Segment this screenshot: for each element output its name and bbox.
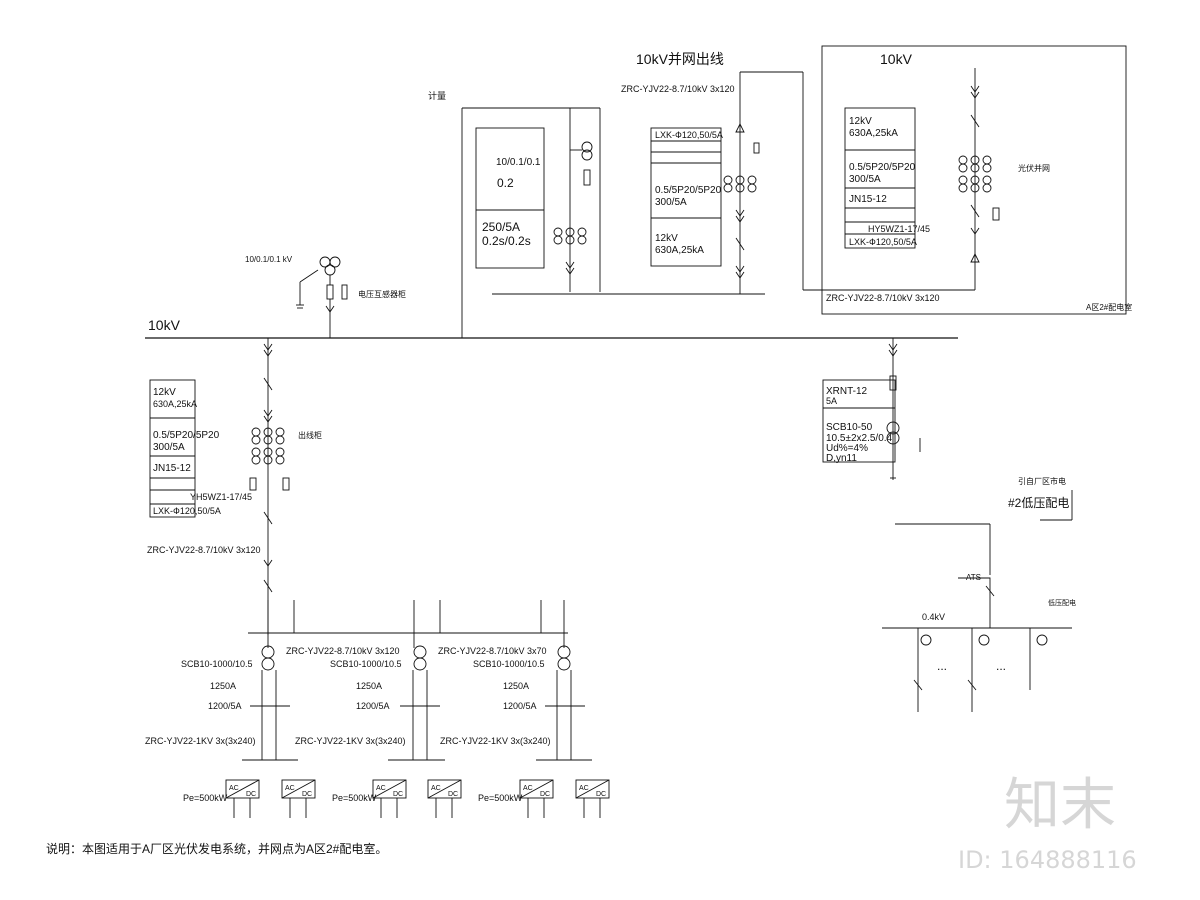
- b1-dc-2: DC: [302, 791, 312, 798]
- st-tr2: 10.5±2x2.5/0.4: [826, 433, 893, 444]
- st-tr: SCB10-50: [826, 422, 873, 433]
- meter-ct: 250/5A: [482, 220, 520, 234]
- ff-breaker: 12kV: [153, 387, 176, 398]
- b2-ac-1: AC: [376, 785, 386, 792]
- metering-cabinet: 计量 10/0.1/0.1 0.2 250/5A 0.2s/0.2s: [428, 90, 765, 338]
- ff-cable: ZRC-YJV22-8.7/10kV 3x120: [147, 545, 261, 555]
- b2-lv: ZRC-YJV22-1KV 3x(3x240): [295, 736, 406, 746]
- rp-cable: ZRC-YJV22-8.7/10kV 3x120: [826, 293, 940, 303]
- st-panel: #2低压配电: [1008, 496, 1069, 510]
- grid-connection-cabinet: 10kV 12kV 630A,25kA 0.5/5P20/5P20 300/5A…: [821, 45, 1132, 315]
- b1-1200: 1200/5A: [208, 701, 242, 711]
- st-tr3: Ud%=4%: [826, 443, 868, 454]
- rp-ct2: 300/5A: [849, 174, 881, 185]
- b-cable-1: ZRC-YJV22-8.7/10kV 3x120: [286, 646, 400, 656]
- lv-bus: 0.4kV: [922, 612, 945, 622]
- b1-tr: SCB10-1000/10.5: [181, 659, 253, 669]
- rp-lxk: LXK-Ф120,50/5A: [849, 237, 917, 247]
- b2-1250: 1250A: [356, 681, 382, 691]
- watermark-id: ID: 164888116: [958, 846, 1137, 874]
- b2-pe: Pe=500kW: [332, 793, 377, 803]
- b3-1200: 1200/5A: [503, 701, 537, 711]
- b3-ac-2: AC: [579, 785, 589, 792]
- ff-arrester: YH5WZ1-17/45: [190, 492, 252, 502]
- b3-ac-1: AC: [523, 785, 533, 792]
- station-transformer: XRNT-12 5A SCB10-50 10.5±2x2.5/0.4 Ud%=4…: [822, 338, 1076, 712]
- b1-pe: Pe=500kW: [183, 793, 228, 803]
- rp-jn: JN15-12: [849, 194, 887, 205]
- b3-pe: Pe=500kW: [478, 793, 523, 803]
- svg-text:出线柜: 出线柜: [298, 430, 322, 440]
- ff-ct: 0.5/5P20/5P20: [153, 430, 220, 441]
- inc-lxk: LXK-Ф120,50/5A: [655, 130, 723, 140]
- ats-label: ATS: [966, 573, 981, 582]
- lv-dots-2: ...: [996, 659, 1006, 673]
- st-fuse: XRNT-12: [826, 386, 868, 397]
- inc-breaker2: 630A,25kA: [655, 245, 704, 256]
- ff-jn: JN15-12: [153, 463, 191, 474]
- branch-3: SCB10-1000/10.5 1250A 1200/5A ZRC-YJV22-…: [440, 600, 610, 803]
- rp-ct: 0.5/5P20/5P20: [849, 162, 916, 173]
- branch-section: ZRC-YJV22-8.7/10kV 3x120 ZRC-YJV22-8.7/1…: [145, 600, 610, 818]
- metering-label: 计量: [428, 90, 446, 101]
- rp-arrester: HY5WZ1-17/45: [868, 224, 930, 234]
- pt-label: 电压互感器柜: [358, 289, 406, 299]
- b3-1250: 1250A: [503, 681, 529, 691]
- diagram-note: 说明：本图适用于A厂区光伏发电系统，并网点为A区2#配电室。: [46, 841, 387, 856]
- ff-ct2: 300/5A: [153, 442, 185, 453]
- st-tr4: D,yn11: [826, 453, 857, 464]
- b3-tr: SCB10-1000/10.5: [473, 659, 545, 669]
- meter-accuracy: 0.2: [497, 176, 514, 190]
- grid-line-label: 10kV并网出线: [636, 51, 724, 67]
- rp-breaker2: 630A,25kA: [849, 128, 898, 139]
- b-cable-2: ZRC-YJV22-8.7/10kV 3x70: [438, 646, 547, 656]
- b2-ac-2: AC: [431, 785, 441, 792]
- feeder-cabinet: 出线柜 12kV 630A,25kA 0.5/5P20/5P20 300/5A …: [147, 338, 322, 635]
- pt-cabinet: 10/0.1/0.1 kV 电压互感器柜: [245, 255, 406, 338]
- st-fuse2: 5A: [826, 396, 837, 406]
- b1-1250: 1250A: [210, 681, 236, 691]
- branch-1: SCB10-1000/10.5 1250A 1200/5A ZRC-YJV22-…: [145, 600, 316, 803]
- b2-dc-1: DC: [393, 791, 403, 798]
- rp-breaker: 12kV: [849, 116, 872, 127]
- b1-ac-2: AC: [285, 785, 295, 792]
- grid-cable: ZRC-YJV22-8.7/10kV 3x120: [621, 84, 735, 94]
- ff-breaker2: 630A,25kA: [153, 399, 197, 409]
- lv-dots-1: ...: [937, 659, 947, 673]
- b3-dc-2: DC: [596, 791, 606, 798]
- bus-label: 10kV: [148, 317, 181, 333]
- inc-ct2: 300/5A: [655, 197, 687, 208]
- pt-vt-ratio: 10/0.1/0.1 kV: [245, 255, 293, 264]
- b2-tr: SCB10-1000/10.5: [330, 659, 402, 669]
- dc-leads: [233, 798, 601, 818]
- watermark-logo: 知末: [1004, 773, 1116, 838]
- st-panel-note: 引自厂区市电: [1018, 476, 1066, 486]
- b2-1200: 1200/5A: [356, 701, 390, 711]
- svg-text:低压配电: 低压配电: [1048, 598, 1076, 607]
- svg-text:光伏并网: 光伏并网: [1018, 163, 1050, 173]
- meter-vt: 10/0.1/0.1: [496, 157, 541, 168]
- branch-2: SCB10-1000/10.5 1250A 1200/5A ZRC-YJV22-…: [295, 600, 462, 803]
- b1-ac-1: AC: [229, 785, 239, 792]
- meter-ct-accuracy: 0.2s/0.2s: [482, 234, 531, 248]
- b1-lv: ZRC-YJV22-1KV 3x(3x240): [145, 736, 256, 746]
- b3-dc-1: DC: [540, 791, 550, 798]
- b3-lv: ZRC-YJV22-1KV 3x(3x240): [440, 736, 551, 746]
- b2-dc-2: DC: [448, 791, 458, 798]
- inc-breaker: 12kV: [655, 233, 678, 244]
- ff-lxk: LXK-Ф120,50/5A: [153, 506, 221, 516]
- b1-dc-1: DC: [246, 791, 256, 798]
- grid-incoming-cabinet: 10kV并网出线 ZRC-YJV22-8.7/10kV 3x120 LXK-Ф1…: [621, 51, 828, 294]
- rp-tag: A区2#配电室: [1086, 302, 1132, 312]
- inc-ct: 0.5/5P20/5P20: [655, 185, 722, 196]
- top-right-label: 10kV: [880, 51, 913, 67]
